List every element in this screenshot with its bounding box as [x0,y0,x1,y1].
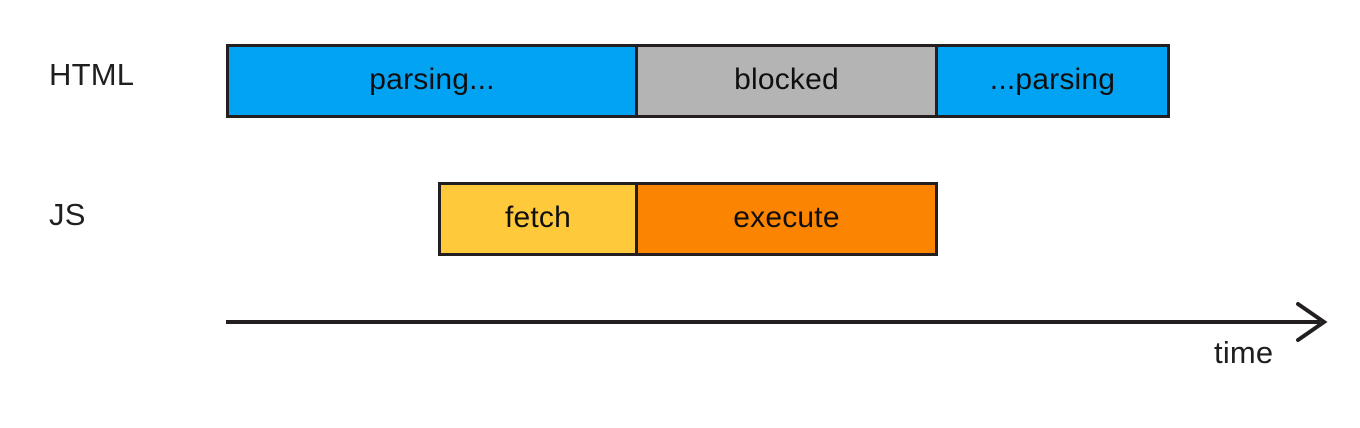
segment-label: blocked [734,63,839,96]
row-label-js: JS [49,197,86,232]
segment-label: fetch [504,201,572,234]
time-axis [226,300,1336,348]
segment-label: parsing... [369,63,495,96]
time-arrow-icon [226,302,1328,342]
segment-js-fetch[interactable]: fetch [438,182,638,256]
segment-js-execute[interactable]: execute [635,182,938,256]
row-label-html: HTML [49,57,135,92]
segment-html-parsing-start[interactable]: parsing... [226,44,638,118]
segment-html-blocked[interactable]: blocked [635,44,938,118]
timeline-bar-html: parsing... blocked ...parsing [226,44,1170,118]
timeline-bar-js: fetch execute [438,182,938,256]
segment-label: execute [733,201,840,234]
time-axis-label: time [1214,335,1274,370]
segment-html-parsing-resume[interactable]: ...parsing [935,44,1170,118]
segment-label: ...parsing [989,63,1116,96]
